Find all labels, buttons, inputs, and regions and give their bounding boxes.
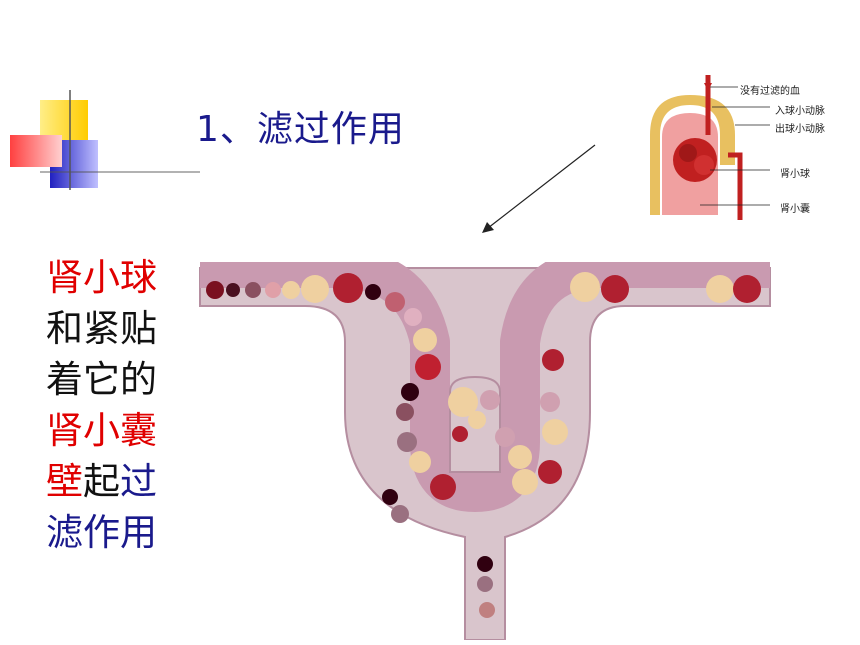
side-caption-segment: 和紧贴 [46,307,157,350]
filtration-diagram [199,262,771,640]
side-caption-line: 和紧贴 [46,303,157,354]
label-glomerulus: 肾小球 [780,169,810,180]
side-caption-segment: 滤作用 [46,511,157,554]
side-caption-segment: 起 [83,460,120,503]
slide-title: 1、滤过作用 [196,109,405,150]
label-afferent-arteriole: 入球小动脉 [775,106,825,117]
label-renal-capsule: 肾小囊 [780,204,810,215]
decorative-corner-squares [10,90,200,190]
label-efferent-arteriole: 出球小动脉 [775,124,825,135]
side-caption: 肾小球和紧贴着它的肾小囊壁起过滤作用 [46,252,157,558]
side-caption-line: 壁起过 [46,456,157,507]
label-unfiltered-blood: 没有过滤的血 [740,86,800,97]
side-caption-line: 肾小囊 [46,405,157,456]
side-caption-line: 肾小球 [46,252,157,303]
blood-cells [206,272,761,618]
side-caption-segment: 过 [120,460,157,503]
side-caption-segment: 壁 [46,460,83,503]
pointer-arrow [482,144,596,233]
side-caption-segment: 着它的 [46,358,157,401]
glomerulus-inset-image [650,75,770,220]
side-caption-segment: 肾小球 [46,256,157,299]
side-caption-line: 着它的 [46,354,157,405]
side-caption-segment: 肾小囊 [46,409,157,452]
side-caption-line: 滤作用 [46,507,157,558]
